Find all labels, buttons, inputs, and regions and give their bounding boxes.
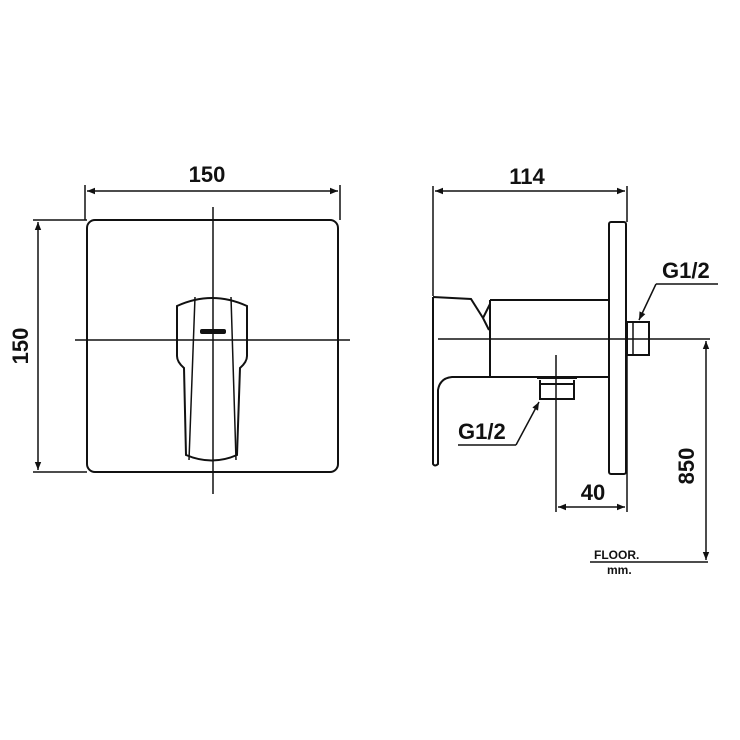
unit-label: mm. (607, 563, 632, 577)
inlet-fitting (537, 377, 577, 400)
brand-logo-mark (200, 329, 226, 334)
offset-dimension-label: 40 (581, 480, 605, 505)
front-view: 150 150 (8, 162, 350, 494)
inlet-leader-arrow (515, 401, 540, 446)
inlet-thread-label: G1/2 (458, 419, 506, 444)
side-view: 114 40 850 FLOOR. mm. G1/2 G1/2 (432, 164, 718, 577)
height-dimension-label: 150 (8, 328, 33, 365)
lever-handle-inner (188, 296, 237, 461)
wall-plate (608, 221, 627, 475)
outlet-thread-label: G1/2 (662, 258, 710, 283)
lever-side (432, 296, 491, 467)
floor-label: FLOOR. (594, 548, 639, 562)
outlet-leader-arrow (638, 283, 657, 321)
lever-handle (176, 297, 248, 462)
depth-dimension-label: 114 (509, 164, 545, 189)
height-from-floor-label: 850 (674, 448, 699, 485)
width-dimension-label: 150 (189, 162, 226, 187)
